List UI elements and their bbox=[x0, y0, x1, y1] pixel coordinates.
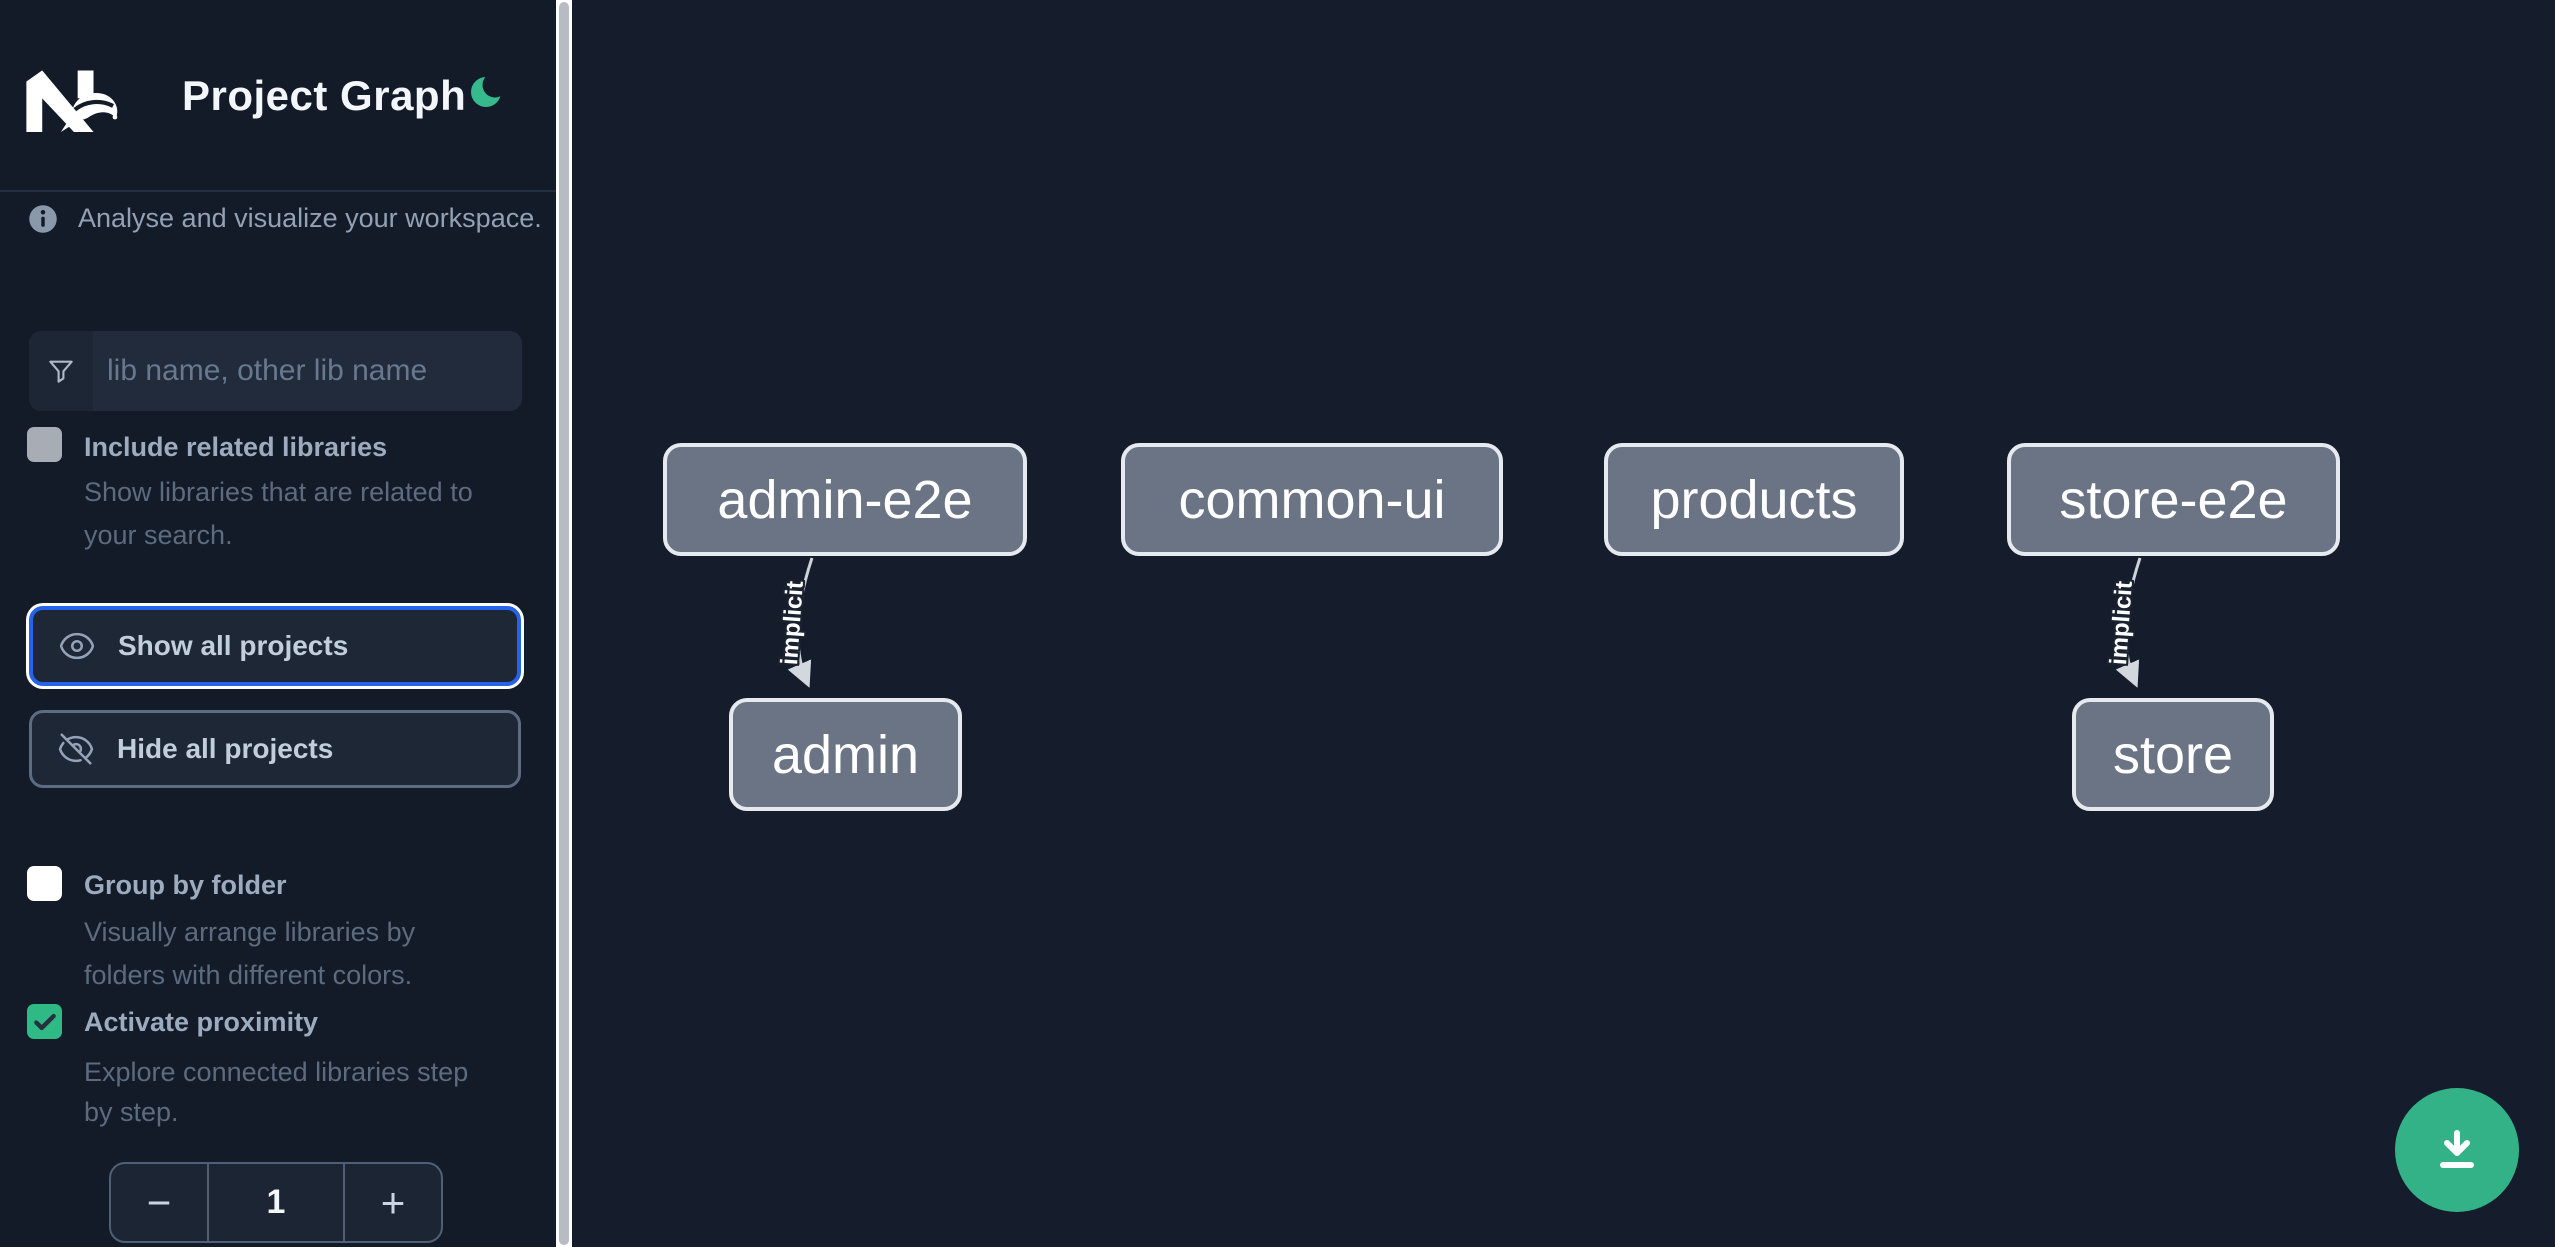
activate-proximity-label[interactable]: Activate proximity bbox=[84, 1007, 319, 1037]
header-divider bbox=[0, 190, 556, 192]
nx-logo bbox=[26, 70, 118, 132]
download-icon bbox=[2440, 1130, 2474, 1168]
workspace-info: Analyse and visualize your workspace. bbox=[28, 203, 542, 234]
show-all-projects-button[interactable]: Show all projects bbox=[29, 606, 521, 686]
proximity-depth-stepper: − 1 + bbox=[109, 1162, 443, 1243]
info-icon bbox=[29, 204, 57, 233]
filter-input[interactable] bbox=[93, 331, 522, 411]
include-related-desc-line1: Show libraries that are related to bbox=[84, 477, 473, 507]
decrease-depth-button[interactable]: − bbox=[111, 1164, 207, 1241]
activate-proximity-desc-line2: by step. bbox=[84, 1097, 179, 1127]
sidebar: Project Graph Analyse and visualize your… bbox=[0, 0, 572, 1247]
node-store[interactable]: store bbox=[2072, 698, 2274, 811]
sidebar-scrollbar-track bbox=[556, 0, 572, 1247]
activate-proximity-checkbox[interactable] bbox=[27, 1004, 62, 1039]
node-common-ui[interactable]: common-ui bbox=[1121, 443, 1503, 556]
group-by-folder-label[interactable]: Group by folder bbox=[84, 870, 287, 900]
dark-mode-toggle[interactable] bbox=[468, 70, 508, 114]
edge-label-implicit: implicit bbox=[776, 580, 809, 666]
edges-layer bbox=[787, 557, 2142, 688]
edge-store-e2e-store bbox=[2115, 557, 2142, 688]
node-store-e2e[interactable]: store-e2e bbox=[2007, 443, 2340, 556]
eye-slash-icon bbox=[58, 733, 94, 765]
sidebar-scrollbar-thumb[interactable] bbox=[559, 2, 569, 1245]
include-related-label[interactable]: Include related libraries bbox=[84, 432, 388, 462]
page-title: Project Graph bbox=[182, 72, 467, 119]
proximity-depth-value: 1 bbox=[207, 1164, 345, 1241]
eye-icon bbox=[59, 632, 95, 660]
node-admin[interactable]: admin bbox=[729, 698, 962, 811]
show-all-projects-label: Show all projects bbox=[118, 630, 349, 661]
check-icon bbox=[33, 1013, 56, 1030]
filter-icon bbox=[49, 360, 73, 383]
download-image-button[interactable] bbox=[2395, 1088, 2519, 1212]
edge-label-implicit: implicit bbox=[2105, 580, 2138, 666]
node-products[interactable]: products bbox=[1604, 443, 1904, 556]
group-by-folder-checkbox[interactable] bbox=[27, 866, 62, 901]
group-by-folder-desc-line1: Visually arrange libraries by bbox=[84, 917, 416, 947]
increase-depth-button[interactable]: + bbox=[345, 1164, 441, 1241]
edge-admin-e2e-admin bbox=[787, 557, 814, 688]
hide-all-projects-label: Hide all projects bbox=[117, 733, 334, 764]
workspace-info-text: Analyse and visualize your workspace. bbox=[78, 203, 542, 233]
moon-icon bbox=[471, 72, 508, 107]
activate-proximity-desc-line1: Explore connected libraries step bbox=[84, 1057, 469, 1087]
filter-icon-cell bbox=[29, 331, 93, 411]
filter-box bbox=[29, 331, 522, 411]
node-admin-e2e[interactable]: admin-e2e bbox=[663, 443, 1027, 556]
group-by-folder-desc-line2: folders with different colors. bbox=[84, 960, 413, 990]
hide-all-projects-button[interactable]: Hide all projects bbox=[29, 710, 521, 788]
include-related-checkbox[interactable] bbox=[27, 427, 62, 462]
graph-canvas[interactable]: implicit implicit admin-e2e common-ui pr… bbox=[572, 0, 2555, 1247]
include-related-desc-line2: your search. bbox=[84, 520, 233, 550]
